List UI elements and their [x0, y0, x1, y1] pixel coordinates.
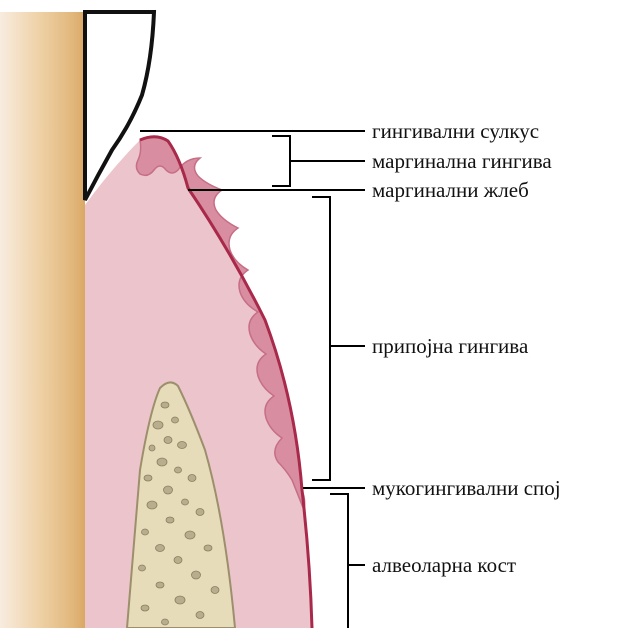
label-marginal-gingiva: маргинална гингива — [372, 149, 552, 173]
label-alveolar-bone: алвеоларна кост — [372, 553, 516, 577]
label-attached-gingiva: припојна гингива — [372, 334, 529, 358]
label-marginal-groove: маргинални жлеб — [372, 178, 529, 202]
label-gingival-sulcus: гингивални сулкус — [372, 119, 539, 143]
label-mucogingival-junction: мукогингивални спој — [372, 476, 561, 500]
attached-gingiva-bracket — [312, 197, 330, 480]
tooth-root — [0, 12, 85, 628]
alveolar-bone-bracket — [330, 494, 348, 628]
marginal-gingiva-bracket — [272, 136, 290, 186]
